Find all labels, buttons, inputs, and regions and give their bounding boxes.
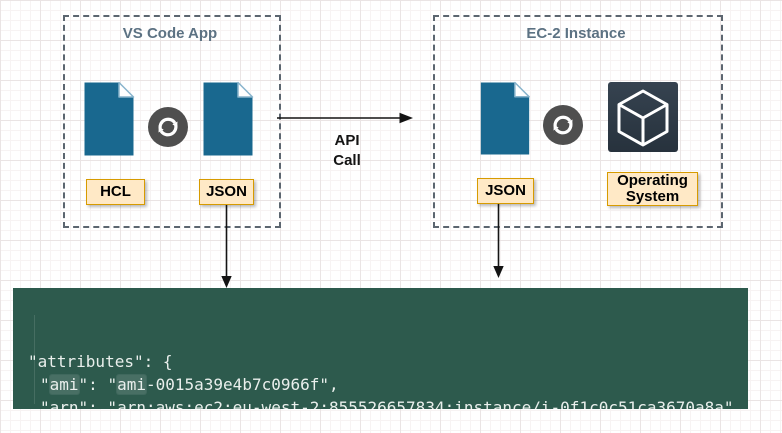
json-label-left: JSON [199,179,254,205]
json-document-icon-right [479,81,531,161]
operating-system-label-line2: System [625,188,680,205]
hcl-document-icon [83,81,135,162]
api-call-arrow [277,112,413,124]
code-line: "attributes": { [28,352,173,371]
operating-system-label: Operating System [607,172,698,206]
operating-system-cube-icon [608,82,678,157]
code-line: "arn": "arn:aws:ec2:eu-west-2:8555266578… [40,398,744,409]
hcl-label: HCL [86,179,145,205]
vscode-app-box-title: VS Code App [122,25,218,42]
api-call-line1: API [334,132,360,149]
api-call-line2: Call [333,152,361,169]
sync-icon [148,107,188,152]
ec2-instance-box [433,15,723,228]
indent-guide [34,315,35,404]
code-line: "ami": "ami-0015a39e4b7c0966f", [40,375,339,394]
ec2-instance-box-title: EC-2 Instance [526,25,626,42]
sync-icon-right [543,105,583,150]
code-panel: "attributes": { "ami": "ami-0015a39e4b7c0… [13,288,748,409]
api-call-label: API Call [302,131,392,171]
code-lines: "attributes": { "ami": "ami-0015a39e4b7c0… [13,350,748,409]
vscode-app-box [63,15,281,228]
operating-system-label-line1: Operating [617,172,688,189]
json-label-right: JSON [477,178,534,204]
json-document-icon [202,81,254,162]
